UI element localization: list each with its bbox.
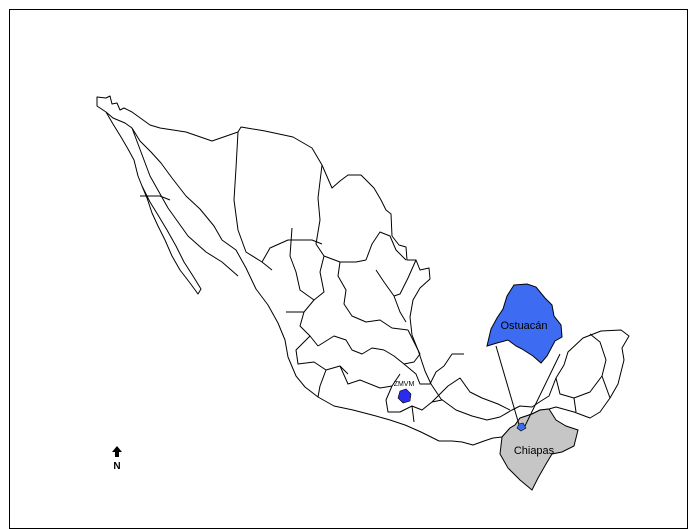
mexico-outline: [96, 95, 630, 446]
north-label: N: [113, 461, 120, 472]
zmvm-label: ZMVM: [394, 381, 415, 388]
north-arrow-icon: [112, 446, 122, 457]
ostuacan-region: [486, 283, 563, 364]
ostuacan-label: Ostuacán: [500, 320, 547, 332]
zmvm-marker: [397, 388, 412, 404]
chiapas-label: Chiapas: [514, 445, 555, 457]
state-borders: [96, 95, 630, 446]
baja-peninsula: [105, 111, 202, 295]
ostuacan-location-marker: [516, 422, 527, 432]
inset-leader-lines: [495, 345, 561, 429]
